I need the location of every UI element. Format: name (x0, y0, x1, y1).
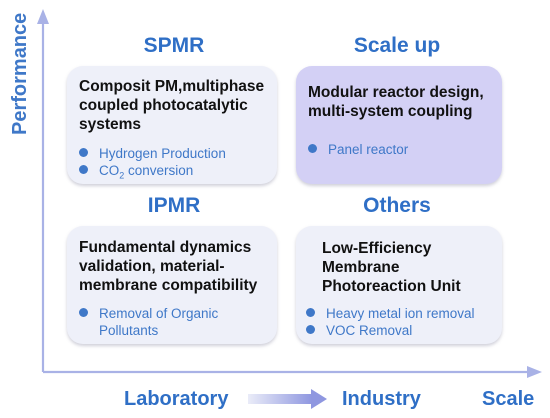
ipmr-heading: Fundamental dynamics validation, materia… (79, 239, 258, 294)
y-axis-label: Performance (9, 12, 31, 135)
bullet-text: Panel reactor (328, 142, 409, 157)
ipmr-bullet-list: Removal of Organic Pollutants (77, 305, 247, 339)
bullet-dot-icon (306, 308, 315, 317)
bullet-dot-icon (308, 144, 317, 153)
scale-up-heading: Modular reactor design, multi-system cou… (308, 84, 484, 120)
bullet-text: conversion (128, 163, 194, 178)
bullet-dot-icon (306, 325, 315, 334)
bullet-dot-icon (79, 165, 88, 174)
list-item: VOC Removal (304, 322, 500, 339)
bullet-text: Heavy metal ion removal (326, 306, 475, 321)
spmr-heading: Composit PM,multiphase coupled photocata… (79, 78, 265, 133)
others-title: Others (363, 194, 431, 217)
bullet-dot-icon (79, 148, 88, 157)
bullet-text: Hydrogen Production (99, 146, 226, 161)
ipmr-title: IPMR (147, 194, 201, 217)
scale-direction-arrowhead (311, 389, 327, 409)
others-card: Low-Efficiency Membrane Photoreaction Un… (296, 226, 502, 344)
x-end-label: Industry (342, 388, 421, 410)
list-item: Hydrogen Production (77, 145, 277, 162)
bullet-text: Removal of Organic Pollutants (99, 306, 219, 338)
scale-direction-arrow-shaft (248, 394, 312, 404)
spmr-title: SPMR (143, 34, 205, 57)
scale-up-card: Modular reactor design, multi-system cou… (296, 66, 502, 184)
scale-up-bullet-list: Panel reactor (306, 141, 496, 158)
co2-subscript: 2 (119, 170, 125, 181)
others-heading: Low-Efficiency Membrane Photoreaction Un… (322, 240, 461, 295)
x-axis-label: Scale (482, 388, 535, 410)
co2-prefix: CO (99, 163, 120, 178)
scale-up-title: Scale up (353, 34, 441, 57)
spmr-card: Composit PM,multiphase coupled photocata… (67, 66, 277, 184)
list-item: Removal of Organic Pollutants (77, 305, 247, 339)
list-item: Panel reactor (306, 141, 496, 158)
spmr-bullet-list: Hydrogen Production CO2 conversion (77, 145, 277, 185)
others-bullet-list: Heavy metal ion removal VOC Removal (304, 305, 500, 339)
list-item: CO2 conversion (77, 162, 277, 185)
y-axis-arrowhead (37, 9, 49, 24)
bullet-text: VOC Removal (326, 323, 413, 338)
x-start-label: Laboratory (124, 388, 229, 410)
x-axis-arrowhead (527, 366, 542, 378)
bullet-dot-icon (79, 308, 88, 317)
ipmr-card: Fundamental dynamics validation, materia… (67, 226, 277, 344)
list-item: Heavy metal ion removal (304, 305, 500, 322)
